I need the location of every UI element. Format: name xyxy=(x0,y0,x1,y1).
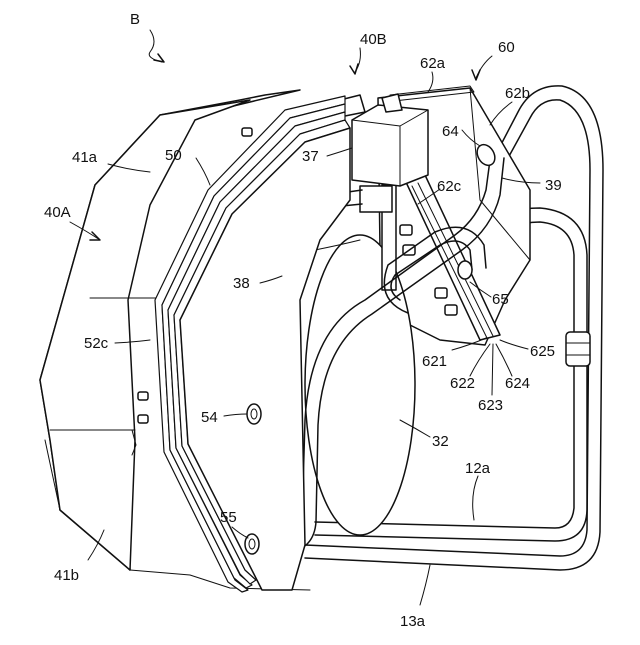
label-38: 38 xyxy=(233,275,250,292)
label-64: 64 xyxy=(442,123,459,140)
label-32: 32 xyxy=(432,433,449,450)
label-62c: 62c xyxy=(437,178,462,195)
label-12a: 12a xyxy=(465,460,491,477)
label-39: 39 xyxy=(545,177,562,194)
label-54: 54 xyxy=(201,409,218,426)
label-50: 50 xyxy=(165,147,182,164)
label-62a: 62a xyxy=(420,55,446,72)
label-40B: 40B xyxy=(360,31,387,48)
label-41a: 41a xyxy=(72,149,98,166)
label-65: 65 xyxy=(492,291,509,308)
label-623: 623 xyxy=(478,397,503,414)
label-62b: 62b xyxy=(505,85,530,102)
label-41b: 41b xyxy=(54,567,79,584)
label-55: 55 xyxy=(220,509,237,526)
cylinder-32 xyxy=(305,235,415,535)
label-13a: 13a xyxy=(400,613,426,630)
label-622: 622 xyxy=(450,375,475,392)
label-B: B xyxy=(130,11,140,28)
label-60: 60 xyxy=(498,39,515,56)
label-624: 624 xyxy=(505,375,530,392)
port-54 xyxy=(247,404,261,424)
label-40A: 40A xyxy=(44,204,71,221)
label-52c: 52c xyxy=(84,335,109,352)
fitting-65 xyxy=(458,261,472,279)
label-621: 621 xyxy=(422,353,447,370)
label-37: 37 xyxy=(302,148,319,165)
pipe-coupling-12a xyxy=(566,332,590,366)
label-625: 625 xyxy=(530,343,555,360)
